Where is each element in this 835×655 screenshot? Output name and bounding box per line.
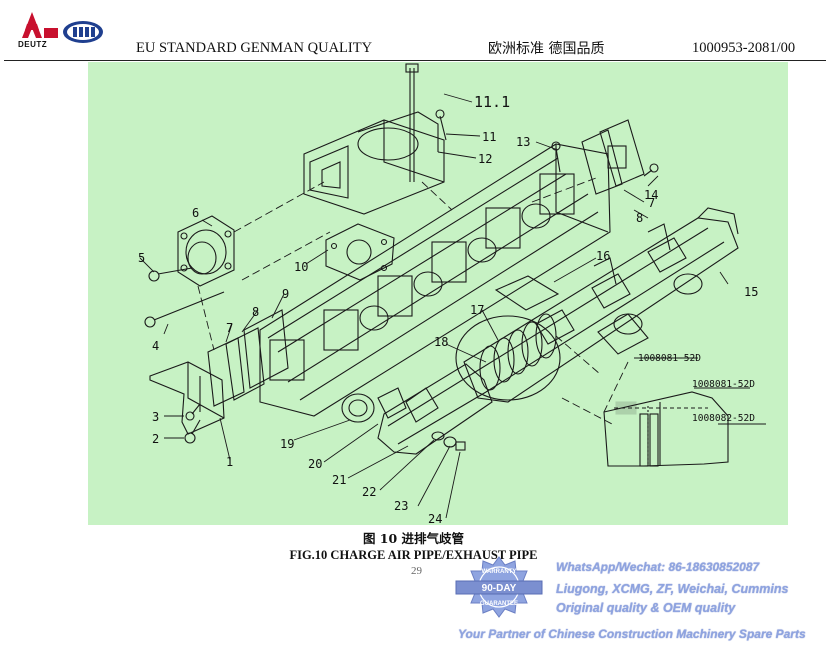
callout-11-1: 11.1	[474, 93, 510, 111]
callout-9: 9	[282, 287, 289, 301]
callout-7-left: 7	[226, 321, 233, 335]
callout-4: 4	[152, 339, 159, 353]
callout-8-left: 8	[252, 305, 259, 319]
watermark-contact: WhatsApp/Wechat: 86-18630852087	[556, 560, 760, 574]
document-number: 1000953-2081/00	[692, 40, 796, 56]
callout-19: 19	[280, 437, 294, 451]
stamp-top-text: WARRANTY	[482, 569, 517, 575]
figure-caption-cn: 图 10 进排气歧管	[362, 531, 465, 546]
figure-caption-en: FIG.10 CHARGE AIR PIPE/EXHAUST PIPE	[289, 548, 538, 562]
callout-8-right: 8	[636, 211, 643, 225]
callout-6: 6	[192, 206, 199, 220]
callout-15: 15	[744, 285, 758, 299]
callout-3: 3	[152, 410, 159, 424]
page-header: DEUTZ EU STANDARD GENMAN QUALITY 欧洲标准 德国…	[0, 0, 835, 62]
callout-18: 18	[434, 335, 448, 349]
callout-1: 1	[226, 455, 233, 469]
callout-16: 16	[596, 249, 610, 263]
callout-13: 13	[516, 135, 530, 149]
header-divider	[4, 60, 826, 61]
detail-ref-1: 1008081-52D	[638, 353, 701, 364]
callout-2: 2	[152, 432, 159, 446]
callout-5: 5	[138, 251, 145, 265]
callout-7-right: 7	[648, 196, 655, 210]
callout-21: 21	[332, 473, 346, 487]
callout-20: 20	[308, 457, 322, 471]
stamp-bottom-text: GUARANTEE	[480, 601, 518, 607]
standard-text: EU STANDARD GENMAN QUALITY	[136, 40, 373, 56]
deutz-logo: DEUTZ	[18, 10, 108, 52]
callout-14: 14	[644, 188, 658, 202]
watermark-quality: Original quality & OEM quality	[556, 601, 736, 615]
callout-10: 10	[294, 260, 308, 274]
stamp-mid-text: 90-DAY	[482, 583, 517, 594]
detail-ref-2: 1008081-52D	[692, 379, 755, 390]
exploded-view-figure: 11.1 11 12 13 14 7 8 6 5 4 8 7 9 10 16 1…	[88, 62, 788, 525]
callout-17: 17	[470, 303, 484, 317]
callout-24: 24	[428, 512, 442, 525]
callout-11: 11	[482, 130, 496, 144]
exploded-view-drawing: 11.1 11 12 13 14 7 8 6 5 4 8 7 9 10 16 1…	[138, 63, 766, 525]
page-number: 29	[411, 565, 422, 577]
callout-23: 23	[394, 499, 408, 513]
deutz-logo-mark	[22, 12, 103, 43]
watermark-brands: Liugong, XCMG, ZF, Weichai, Cummins	[556, 582, 789, 596]
logo-text: DEUTZ	[18, 40, 48, 49]
warranty-badge-icon: WARRANTY 90-DAY GUARANTEE	[455, 556, 543, 618]
warranty-stamp: WARRANTY 90-DAY GUARANTEE	[450, 555, 548, 621]
detail-ref-3: 1008082-52D	[692, 413, 755, 424]
callout-12: 12	[478, 152, 492, 166]
standard-text-cn: 欧洲标准 德国品质	[488, 41, 605, 57]
watermark-tagline: Your Partner of Chinese Construction Mac…	[458, 627, 806, 641]
callout-22: 22	[362, 485, 376, 499]
